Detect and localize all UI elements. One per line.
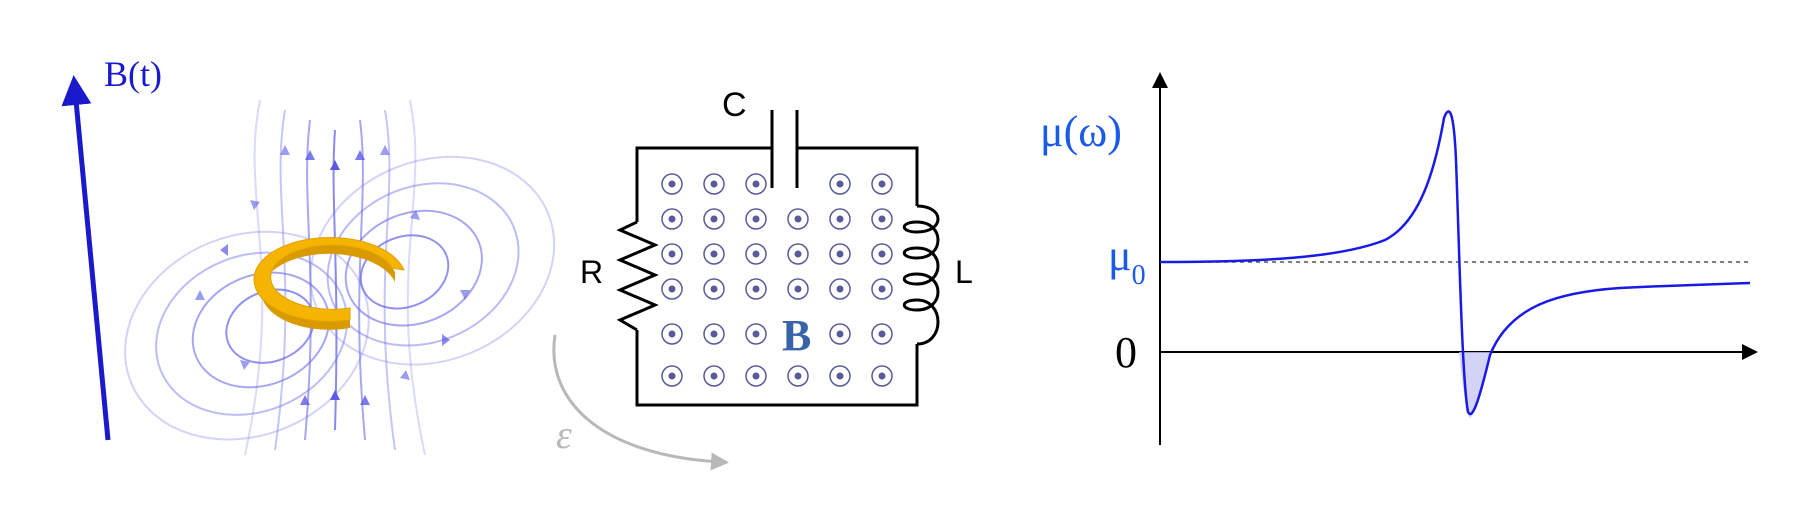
field-dot-center xyxy=(878,330,886,338)
field-panel: B(t) xyxy=(61,54,729,471)
field-dot-ring xyxy=(871,278,893,300)
field-dot-center xyxy=(794,215,802,223)
field-label: B xyxy=(782,311,811,360)
split-ring-resonator xyxy=(253,236,405,330)
field-dot-ring xyxy=(745,173,767,195)
field-dot-ring xyxy=(829,278,851,300)
field-dot-ring xyxy=(745,365,767,387)
field-dot-center xyxy=(710,285,718,293)
field-dot-center xyxy=(752,285,760,293)
field-dot-ring xyxy=(829,173,851,195)
mu0-base: μ xyxy=(1108,231,1132,280)
b-field-arrow xyxy=(61,75,111,441)
inductor-label: L xyxy=(955,254,973,290)
field-dot-center xyxy=(710,372,718,380)
field-dot-center xyxy=(710,180,718,188)
field-dot-center xyxy=(878,180,886,188)
field-dot-ring xyxy=(871,208,893,230)
field-dot-center xyxy=(752,215,760,223)
mu0-label: μ0 xyxy=(1108,231,1146,291)
field-dot-ring xyxy=(871,323,893,345)
field-dot-center xyxy=(710,215,718,223)
field-dot-ring xyxy=(661,278,683,300)
field-dot-center xyxy=(710,330,718,338)
field-dot-center xyxy=(710,250,718,258)
field-dot-ring xyxy=(787,365,809,387)
field-dot-center xyxy=(794,250,802,258)
field-dot-center xyxy=(794,372,802,380)
field-dot-center xyxy=(668,285,676,293)
field-dot-center xyxy=(836,330,844,338)
left-wire-bottom xyxy=(635,330,919,407)
field-dot-center xyxy=(836,250,844,258)
field-dot-ring xyxy=(703,278,725,300)
field-dot-center xyxy=(878,250,886,258)
field-dot-center xyxy=(752,180,760,188)
field-dot-center xyxy=(668,215,676,223)
field-arrowheads xyxy=(195,145,470,405)
field-dot-center xyxy=(668,372,676,380)
field-dot-ring xyxy=(829,208,851,230)
field-dot-center xyxy=(836,372,844,380)
inductor xyxy=(902,204,940,346)
field-dot-ring xyxy=(661,243,683,265)
top-wire-left xyxy=(635,146,772,222)
field-dot-center xyxy=(668,180,676,188)
field-dot-ring xyxy=(703,173,725,195)
y-axis-label: μ(ω) xyxy=(1040,107,1122,156)
field-dot-ring xyxy=(871,173,893,195)
field-dot-center xyxy=(752,372,760,380)
field-dot-center xyxy=(878,215,886,223)
field-dot-center xyxy=(878,285,886,293)
b-field-label: B(t) xyxy=(104,54,162,94)
field-dot-ring xyxy=(703,365,725,387)
field-dot-ring xyxy=(661,365,683,387)
field-dot-ring xyxy=(871,243,893,265)
field-dot-center xyxy=(668,250,676,258)
field-dot-center xyxy=(794,285,802,293)
resistor-label: R xyxy=(580,254,603,290)
field-dot-ring xyxy=(661,208,683,230)
field-dot-ring xyxy=(829,365,851,387)
field-dot-grid xyxy=(661,173,893,387)
field-dot-ring xyxy=(703,243,725,265)
field-dot-ring xyxy=(661,173,683,195)
permeability-curve xyxy=(1159,110,1751,416)
mu0-subscript: 0 xyxy=(1132,260,1146,291)
field-dot-center xyxy=(836,215,844,223)
field-dot-ring xyxy=(787,208,809,230)
field-dot-ring xyxy=(745,243,767,265)
resistor xyxy=(616,220,659,332)
field-dot-ring xyxy=(787,243,809,265)
field-dot-ring xyxy=(787,278,809,300)
top-wire-right xyxy=(797,146,919,206)
capacitor-label: C xyxy=(722,86,747,124)
permeability-plot: μ(ω) μ0 0 xyxy=(1040,72,1758,445)
field-dot-center xyxy=(836,180,844,188)
field-dot-ring xyxy=(745,323,767,345)
field-dot-center xyxy=(878,372,886,380)
field-dot-ring xyxy=(703,323,725,345)
field-dot-ring xyxy=(745,208,767,230)
field-dot-ring xyxy=(745,278,767,300)
emf-arrow xyxy=(552,334,729,471)
field-dot-center xyxy=(836,285,844,293)
field-dot-center xyxy=(752,330,760,338)
field-dot-center xyxy=(752,250,760,258)
field-dot-ring xyxy=(829,243,851,265)
field-dot-ring xyxy=(661,323,683,345)
emf-symbol: ε xyxy=(556,412,572,457)
zero-label: 0 xyxy=(1115,328,1137,377)
rlc-circuit: C R L B xyxy=(580,86,973,407)
field-dot-center xyxy=(668,330,676,338)
field-dot-ring xyxy=(829,323,851,345)
field-dot-ring xyxy=(703,208,725,230)
field-dot-ring xyxy=(871,365,893,387)
